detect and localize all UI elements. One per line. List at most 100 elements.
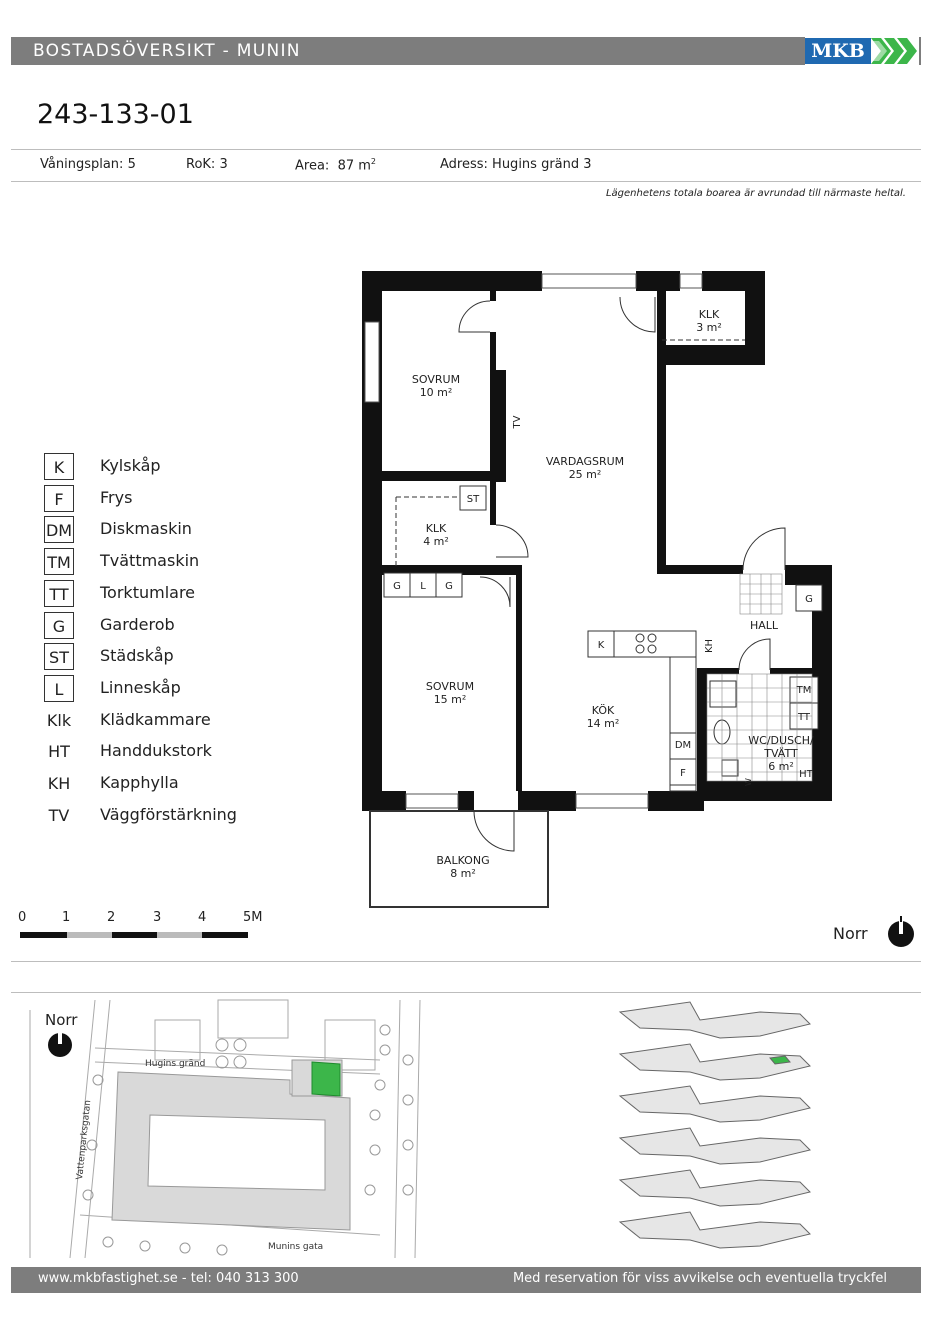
wardrobe — [435, 572, 463, 598]
room-area-balkong: 8 m² — [450, 867, 476, 880]
scale-bar: 0 1 2 3 4 5M — [14, 910, 274, 950]
room-name-klk-top: KLK — [699, 308, 720, 321]
legend-code: TV — [48, 805, 70, 825]
floor-label: Våningsplan: — [40, 157, 124, 172]
address-info: Adress: Hugins gränd 3 — [440, 157, 592, 172]
fixture-g-label: G — [393, 581, 401, 592]
floor-stack-level — [618, 1127, 811, 1165]
room-name-hall: HALL — [750, 619, 779, 632]
legend-label: Linneskåp — [100, 677, 181, 697]
wall — [657, 291, 666, 573]
fixture-l-label: L — [420, 581, 426, 592]
rok-info: RoK: 3 — [186, 157, 228, 172]
floor-stack-level — [618, 1043, 811, 1081]
floor-stack-level — [618, 1085, 811, 1123]
fixture-tm-label: TM — [796, 685, 812, 696]
wardrobe — [383, 572, 411, 598]
legend-label: Frys — [100, 487, 133, 507]
wall — [697, 781, 832, 801]
area-label: Area: — [295, 158, 330, 174]
legend-code: F — [44, 484, 74, 512]
rok-label: RoK: — [186, 157, 216, 172]
wall — [657, 345, 765, 365]
fixture-k-label: K — [598, 640, 605, 651]
wall — [648, 791, 704, 811]
room-name-klk-mid: KLK — [426, 522, 447, 535]
door — [473, 810, 515, 852]
area-info: Area: 87 m2 — [295, 157, 376, 173]
room-name-balkong: BALKONG — [436, 854, 489, 867]
legend-label: Klädkammare — [100, 709, 211, 729]
room-name-sovrum-1: SOVRUM — [412, 373, 460, 386]
wall — [770, 668, 812, 674]
cleaning-closet — [459, 485, 487, 511]
legend-label: Handdukstork — [100, 741, 212, 761]
wall — [697, 668, 707, 781]
compass-icon — [888, 916, 914, 947]
wall — [362, 791, 406, 811]
door — [479, 576, 511, 608]
logo-arrows-icon — [871, 38, 917, 64]
wall — [490, 481, 496, 525]
legend-label: Kylskåp — [100, 456, 161, 475]
fixture-kh-label: KH — [704, 639, 715, 653]
map-north-label: Norr — [45, 1011, 78, 1029]
legend-code: L — [44, 674, 74, 702]
window — [364, 321, 380, 403]
fixture-f-label: F — [680, 768, 686, 779]
scale-tick: 0 — [18, 910, 27, 925]
room-area-wc: 6 m² — [768, 760, 794, 773]
wall — [516, 565, 522, 791]
divider — [11, 992, 921, 993]
room-area-kok: 14 m² — [587, 717, 620, 730]
divider — [11, 961, 921, 962]
balcony-outline — [369, 810, 549, 908]
door — [458, 300, 491, 333]
footer-disclaimer: Med reservation för viss avvikelse och e… — [512, 1271, 887, 1286]
rok-value: 3 — [219, 157, 228, 172]
footer-bar: www.mkbfastighet.se - tel: 040 313 300 M… — [11, 1267, 921, 1293]
door — [619, 296, 656, 333]
window — [679, 273, 703, 289]
window — [541, 273, 637, 289]
wall — [636, 271, 680, 291]
scale-tick: 3 — [153, 910, 162, 925]
legend-label: Kapphylla — [100, 773, 179, 792]
wall — [518, 791, 576, 811]
scale-tick: 5M — [243, 910, 263, 925]
divider — [11, 181, 921, 182]
wardrobe — [795, 584, 823, 612]
legend-code: KH — [47, 774, 71, 793]
door — [495, 524, 529, 558]
header-bar: BOSTADSÖVERSIKT - MUNIN MKB — [11, 37, 921, 65]
legend-item: KH Kapphylla — [44, 770, 304, 798]
wall — [490, 291, 496, 301]
washbasin — [709, 680, 737, 708]
fixture-dm-label: DM — [675, 740, 691, 751]
room-area-sovrum-2: 15 m² — [434, 693, 467, 706]
legend-label: Torktumlare — [100, 582, 196, 602]
wall — [812, 565, 832, 801]
street-label-munins: Munins gata — [268, 1242, 323, 1252]
drain — [721, 759, 739, 777]
legend-label: Tvättmaskin — [100, 551, 200, 571]
wall — [362, 271, 542, 291]
floor-value: 5 — [127, 157, 136, 172]
floor-stack-level — [618, 1001, 811, 1039]
fixture-st-label: ST — [467, 494, 480, 505]
dishwasher — [669, 732, 697, 760]
fixture-g-label: G — [805, 594, 813, 605]
room-name-kok: KÖK — [592, 704, 615, 717]
wall — [458, 791, 474, 811]
wall — [745, 271, 765, 365]
legend-code: ST — [44, 643, 74, 671]
legend-code: HT — [48, 742, 70, 762]
legend-label: Diskmaskin — [100, 519, 192, 539]
room-name-wc: WC/DUSCH/ — [748, 734, 814, 747]
room-area-vardagsrum: 25 m² — [569, 468, 602, 481]
